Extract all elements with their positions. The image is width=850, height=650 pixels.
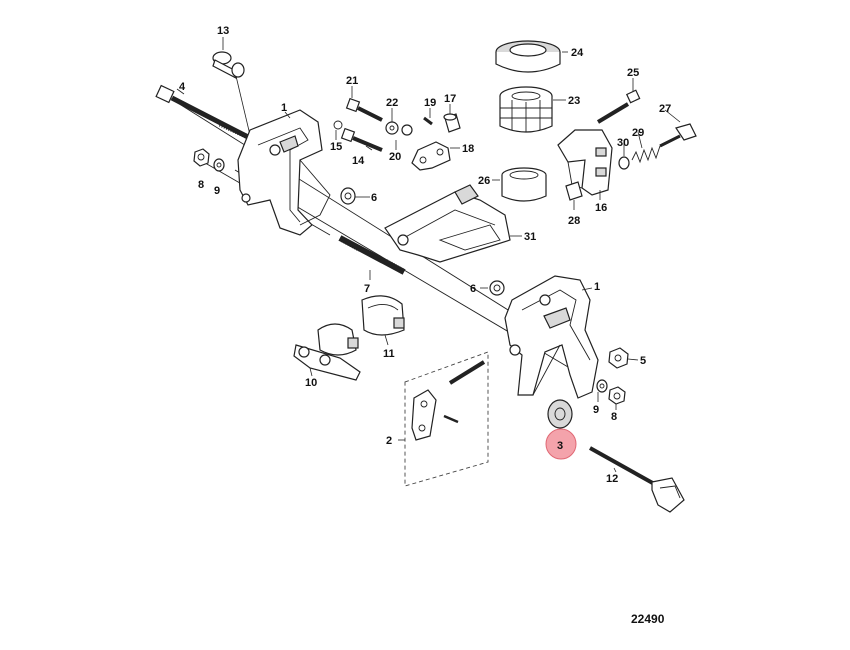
- callout-11: 11: [383, 348, 395, 360]
- callout-9-lower: 9: [593, 404, 599, 416]
- part-16-clamp-half: [557, 129, 613, 196]
- part-24-ring: [495, 40, 561, 73]
- part-12-tilt-lever: [589, 446, 685, 513]
- part-27-handle: [659, 123, 697, 148]
- callout-20: 20: [389, 151, 401, 163]
- part-2-kit: [404, 351, 489, 487]
- callout-14: 14: [352, 155, 365, 167]
- callout-3: 3: [557, 440, 563, 452]
- part-15-clip: [333, 120, 343, 130]
- part-26-sleeve: [501, 167, 547, 202]
- part-23-bushing: [499, 86, 553, 133]
- callout-30: 30: [617, 137, 629, 149]
- part-10-clamp-assembly: [293, 323, 361, 381]
- part-8-nut-upper: [193, 148, 210, 167]
- callout-24: 24: [571, 47, 584, 59]
- part-13-bolt: [212, 51, 251, 136]
- leader-lines: [176, 37, 681, 473]
- part-21-screw: [345, 97, 383, 122]
- callout-5: 5: [640, 355, 646, 367]
- callout-29: 29: [632, 127, 644, 139]
- part-7-rod: [338, 235, 406, 275]
- callout-27: 27: [659, 103, 671, 115]
- part-8-nut-lower: [608, 386, 626, 405]
- part-18-lever: [411, 141, 451, 171]
- callout-1-lower: 1: [594, 281, 600, 293]
- part-25-bolt: [596, 89, 641, 124]
- callout-6-lower: 6: [470, 283, 476, 295]
- callout-17: 17: [444, 93, 456, 105]
- callout-8-lower: 8: [611, 411, 617, 423]
- callout-23: 23: [568, 95, 580, 107]
- part-22-washer: [385, 121, 399, 135]
- part-20-washer: [401, 124, 413, 136]
- part-5-nut: [608, 347, 629, 369]
- callout-7: 7: [364, 283, 370, 295]
- part-9-washer-lower: [596, 379, 608, 393]
- callout-22: 22: [386, 97, 398, 109]
- callout-15: 15: [330, 141, 342, 153]
- part-1-upper-clamp-bracket: [237, 109, 331, 236]
- callout-19: 19: [424, 97, 436, 109]
- callout-labels: 13 24 4 21 22 19 17 25 23 27 1 15 20 14 …: [179, 25, 671, 626]
- part-6-washer-upper: [340, 187, 356, 205]
- part-17-cylinder: [443, 113, 461, 133]
- callout-6-upper: 6: [371, 192, 377, 204]
- part-29-spring: [631, 145, 661, 164]
- callout-9-upper: 9: [214, 185, 220, 197]
- callout-1-upper: 1: [281, 102, 287, 114]
- callout-4: 4: [179, 81, 186, 93]
- part-31-swivel-bracket: [384, 184, 511, 263]
- callout-28: 28: [568, 215, 580, 227]
- callout-25: 25: [627, 67, 639, 79]
- callout-26: 26: [478, 175, 490, 187]
- callout-31: 31: [524, 231, 536, 243]
- callout-12: 12: [606, 473, 618, 485]
- part-14-bolt: [340, 127, 383, 152]
- callout-21: 21: [346, 75, 358, 87]
- callout-16: 16: [595, 202, 607, 214]
- part-3-pad: [547, 399, 573, 432]
- callout-8-upper: 8: [198, 179, 204, 191]
- part-11-clamp-pad: [361, 295, 405, 346]
- part-28-block: [565, 181, 583, 201]
- callout-18: 18: [462, 143, 474, 155]
- callout-2: 2: [386, 435, 392, 447]
- part-30-washer: [618, 156, 630, 170]
- part-1-lower-clamp-bracket: [504, 275, 599, 399]
- callout-3-highlight: [545, 428, 577, 460]
- part-9-washer-upper: [213, 158, 225, 172]
- part-4-long-bolt: [155, 84, 250, 140]
- part-6-washer-lower: [489, 280, 505, 296]
- callout-10: 10: [305, 377, 317, 389]
- part-19-pin: [423, 116, 433, 126]
- callout-13: 13: [217, 25, 229, 37]
- diagram-id-number: 22490: [631, 612, 665, 626]
